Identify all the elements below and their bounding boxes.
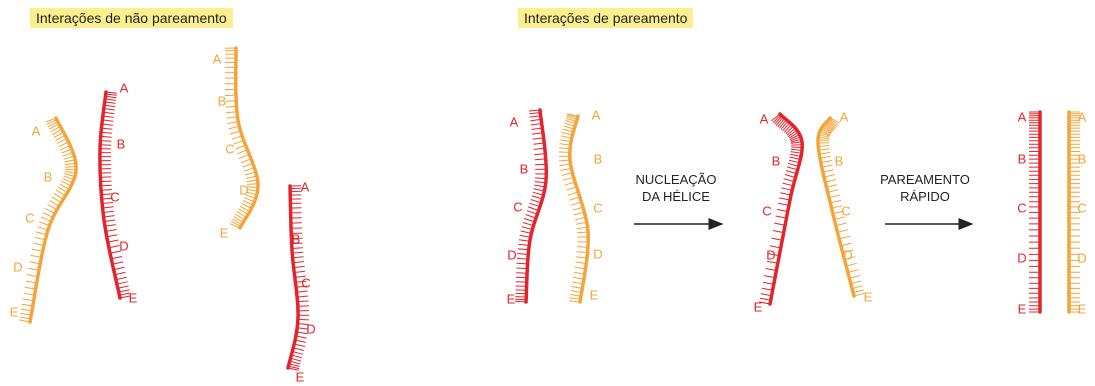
strand-np1-orange	[19, 116, 78, 324]
strand-p2-red	[759, 112, 804, 306]
nucleation-step: NUCLEAÇÃO DA HÉLICE	[634, 172, 724, 230]
strand-backbone	[568, 114, 590, 304]
strand-label-c: C	[110, 189, 119, 204]
strand-backbone	[286, 184, 300, 370]
strand-label-d: D	[119, 238, 128, 253]
strand-label-d: D	[593, 246, 602, 261]
strand-base-ticks	[759, 113, 803, 305]
nucleation-label-line2: DA HÉLICE	[642, 189, 710, 204]
strand-label-c: C	[301, 275, 310, 290]
strand-label-e: E	[1078, 301, 1087, 316]
strand-p1-orange	[558, 113, 590, 304]
strand-backbone	[28, 116, 78, 324]
strand-base-ticks	[99, 91, 131, 299]
zipper-label-line2: RÁPIDO	[900, 189, 950, 204]
strand-label-c: C	[841, 203, 850, 218]
strand-base-ticks	[1069, 111, 1080, 313]
strand-label-b: B	[835, 153, 844, 168]
strand-label-e: E	[129, 290, 138, 305]
strand-p2-orange	[816, 116, 865, 298]
header-pairing: Interações de pareamento	[518, 8, 694, 28]
strand-label-a: A	[213, 51, 222, 66]
strand-label-b: B	[44, 169, 53, 184]
zipper-label-line1: PAREAMENTO	[880, 172, 970, 187]
strand-p1-red	[514, 108, 549, 304]
strand-label-a: A	[1018, 109, 1027, 124]
strand-label-a: A	[301, 179, 310, 194]
strand-label-d: D	[306, 321, 315, 336]
strand-label-a: A	[120, 80, 129, 95]
strand-backbone	[234, 46, 260, 230]
strand-p3-red	[1029, 110, 1042, 314]
strand-label-c: C	[1077, 200, 1086, 215]
strand-label-c: C	[513, 199, 522, 214]
strand-label-b: B	[218, 93, 227, 108]
strand-base-ticks	[224, 47, 259, 229]
strand-label-a: A	[32, 123, 41, 138]
strand-label-e: E	[1018, 301, 1027, 316]
strand-np2-orange	[224, 46, 260, 230]
strand-base-ticks	[514, 109, 547, 303]
strand-label-e: E	[10, 304, 19, 319]
strand-label-d: D	[239, 182, 248, 197]
strand-label-d: D	[843, 247, 852, 262]
strand-label-e: E	[507, 291, 516, 306]
strand-label-d: D	[1017, 250, 1026, 265]
strand-base-ticks	[817, 117, 865, 297]
strand-base-ticks	[1029, 111, 1040, 313]
strand-label-c: C	[762, 203, 771, 218]
strand-np2-red	[286, 184, 310, 371]
strand-label-e: E	[864, 289, 873, 304]
strand-label-c: C	[225, 141, 234, 156]
strand-label-e: E	[220, 225, 229, 240]
strand-label-b: B	[594, 151, 603, 166]
strand-p3-orange	[1067, 110, 1080, 314]
strand-label-b: B	[1018, 151, 1027, 166]
strand-label-b: B	[520, 161, 529, 176]
strand-label-a: A	[840, 109, 849, 124]
strand-base-ticks	[558, 113, 589, 303]
strand-label-d: D	[1077, 250, 1086, 265]
strand-label-d: D	[13, 259, 22, 274]
strand-label-a: A	[760, 111, 769, 126]
strand-label-b: B	[772, 153, 781, 168]
strand-label-c: C	[593, 200, 602, 215]
strand-label-d: D	[766, 247, 775, 262]
strand-label-e: E	[590, 287, 599, 302]
strand-label-b: B	[292, 231, 301, 246]
zipper-step: PAREAMENTO RÁPIDO	[880, 172, 974, 230]
strand-label-a: A	[592, 107, 601, 122]
strand-label-a: A	[1078, 109, 1087, 124]
strand-label-c: C	[1017, 200, 1026, 215]
strand-label-c: C	[25, 210, 34, 225]
strand-label-e: E	[754, 299, 763, 314]
strand-label-e: E	[296, 369, 305, 384]
strand-label-a: A	[510, 114, 519, 129]
strand-backbone	[98, 90, 122, 300]
strand-label-b: B	[117, 136, 126, 151]
strand-base-ticks	[19, 117, 77, 323]
strand-base-ticks	[287, 185, 310, 371]
header-non-pairing: Interações de não pareamento	[30, 8, 233, 28]
strand-label-d: D	[507, 247, 516, 262]
strand-label-b: B	[1078, 151, 1087, 166]
nucleation-label-line1: NUCLEAÇÃO	[636, 172, 717, 187]
strand-np1-red	[98, 90, 131, 300]
